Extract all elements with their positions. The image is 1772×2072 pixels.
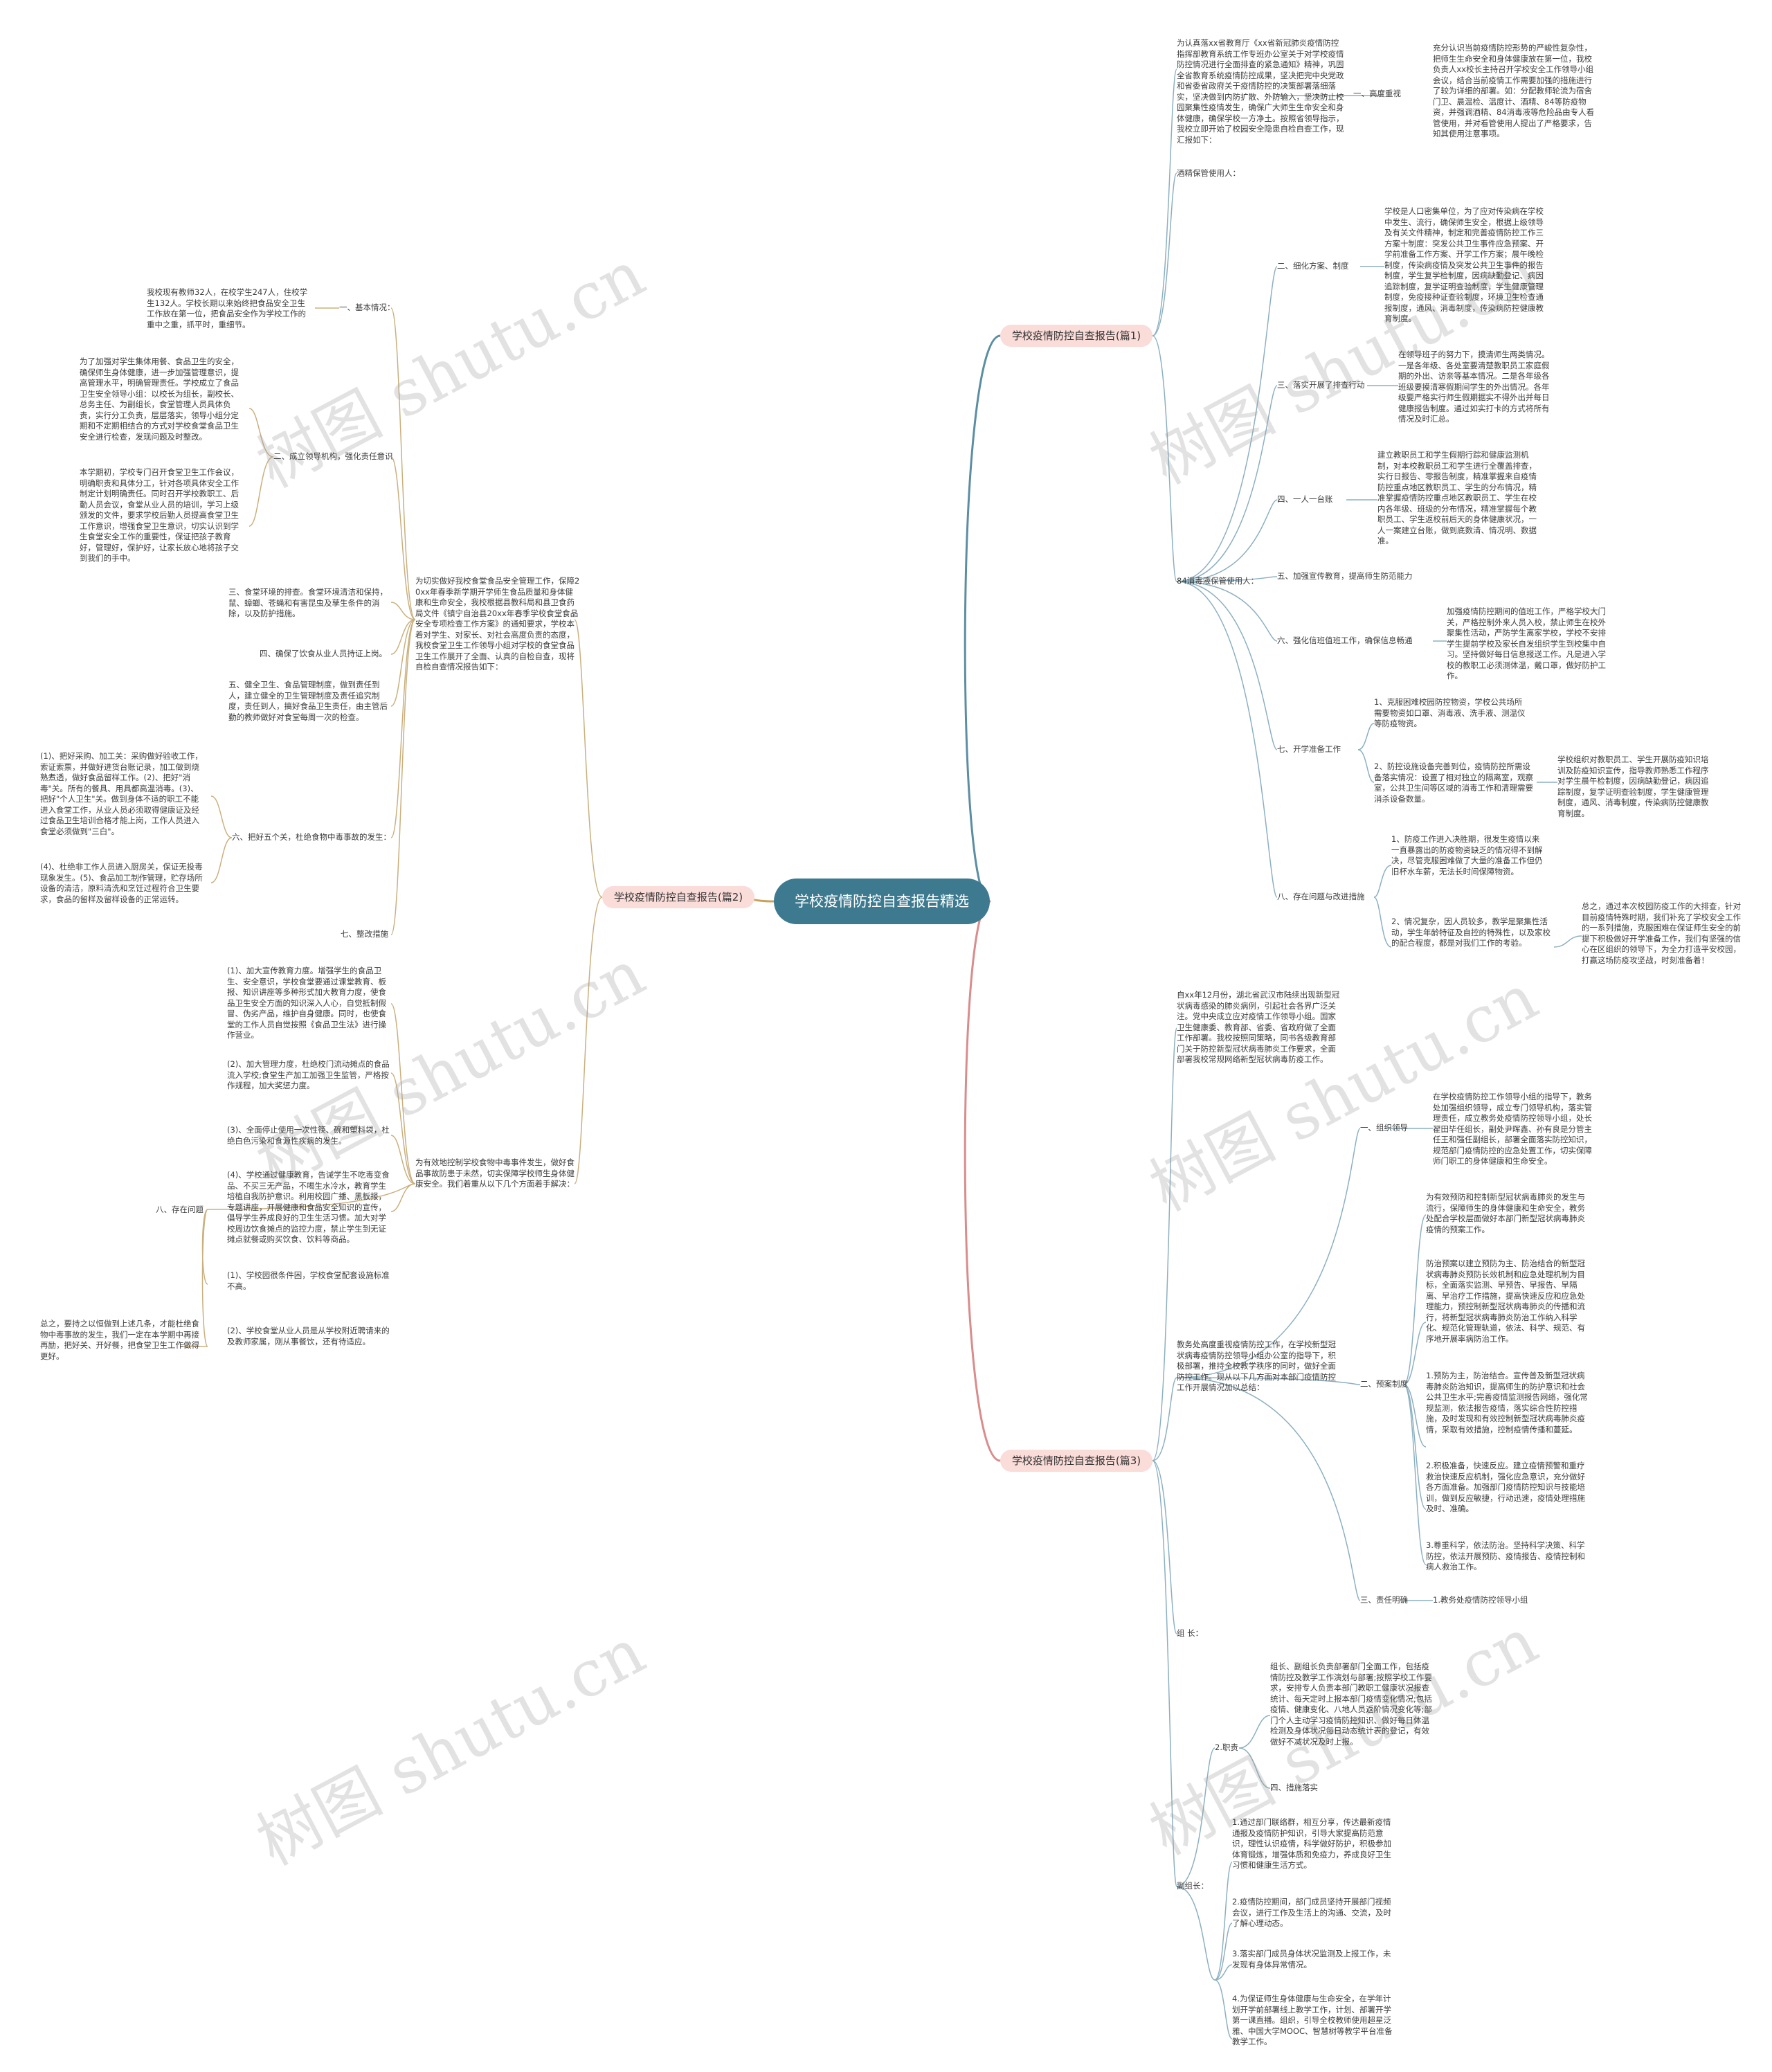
r2-c8-text-5: (1)、学校园很条件困，学校食堂配套设施标准不高。 [227, 1270, 390, 1291]
r3-o3-text: 1.教务处疫情防控领导小组 [1433, 1595, 1528, 1605]
r3-measure-1: 1.通过部门联络群，相互分享，传达最新疫情通报及疫情防护知识，引导大家提高防范意… [1232, 1817, 1391, 1870]
r2-c1-text: 我校现有教师32人，在校学生247人，住校学生132人。学校长期以来始终把食品安… [147, 287, 308, 330]
r2-c8-text-7: 总之，要持之以恒做到上述几条，才能杜绝食物中毒事故的发生，我们一定在本学期中再接… [40, 1319, 199, 1361]
r1-s8-label: 八、存在问题与改进措施 [1277, 892, 1365, 901]
r1-s3-label: 三、落实开展了排查行动 [1277, 380, 1365, 390]
r1-alcohol: 酒精保管使用人： [1177, 168, 1240, 178]
r3-o2-text-5: 3.尊重科学，依法防治。坚持科学决策、科学防控，依法开展预防、疫情报告、疫情控制… [1426, 1540, 1585, 1571]
r1-s3-text: 在领导班子的努力下，摸清师生两类情况。一是各年级、各处室要清楚教职员工家庭假期的… [1398, 350, 1550, 424]
r2-c4-text: 四、确保了饮食从业人员持证上岗。 [260, 649, 387, 658]
r3-o1-text: 在学校疫情防控工作领导小组的指导下，教务处加强组织领导，成立专门领导机构，落实管… [1433, 1092, 1592, 1166]
r2-intro-2: 为有效地控制学校食物中毒事件发生，做好食品事故防患于未然，切实保障学校师生身体健… [415, 1157, 575, 1189]
r3-intro: 自xx年12月份，湖北省武汉市陆续出现新型冠状病毒感染的肺炎病例，引起社会各界广… [1177, 990, 1340, 1064]
r2-c1-label: 一、基本情况： [339, 303, 395, 312]
r2-c3-text: 三、食堂环境的排查。食堂环境清洁和保持，鼠、蟑螂、苍蝇和有害昆虫及孳生条件的消除… [228, 587, 388, 618]
r1-s2-text: 学校是人口密集单位，为了应对传染病在学校中发生、流行，确保师生安全，根据上级领导… [1384, 206, 1544, 323]
r2-c6-text-1: (1)、把好采购、加工关：采购做好验收工作，索证索票，并做好进货台账记录，加工做… [40, 751, 203, 836]
r2-intro: 为切实做好我校食堂食品安全管理工作，保障20xx年春季新学期开学师生食品质量和身… [415, 576, 580, 672]
r2-c8-text-6: (2)、学校食堂从业人员是从学校附近聘请来的及教师家属，刚从事餐饮，还有待适应。 [227, 1326, 390, 1346]
r1-s6-text: 加强疫情防控期间的值班工作，严格学校大门关，严格控制外来人员入校，禁止师生在校外… [1447, 606, 1606, 681]
r1-intro: 为认真落xx省教育厅《xx省新冠肺炎疫情防控指挥部教育系统工作专班办公室关于对学… [1177, 38, 1344, 145]
r2-c8-label: 八、存在问题 [156, 1205, 204, 1214]
r3-vice: 副组长： [1177, 1881, 1209, 1891]
root-node[interactable]: 学校疫情防控自查报告精选 [774, 879, 990, 924]
r3-m4-label: 四、措施落实 [1270, 1783, 1318, 1792]
r1-s7-label: 七、开学准备工作 [1277, 744, 1341, 754]
r1-s7-text-2: 2、防控设施设备完善到位，疫情防控所需设备落实情况：设置了相对独立的隔离室，观察… [1374, 762, 1533, 804]
r3-o2-text-3: 1.预防为主，防治结合。宣传普及新型冠状病毒肺炎防治知识，提高师生的防护意识和社… [1426, 1371, 1588, 1434]
branch-report-1[interactable]: 学校疫情防控自查报告(篇1) [1000, 325, 1152, 347]
r2-c8-text-4: (4)、学校通过健康教育，告诫学生不吃毒变食品、不买三无产品，不喝生水冷水，教育… [227, 1170, 390, 1244]
r2-c8-text-3: (3)、全面停止使用一次性筷、碗和塑料袋，杜绝白色污染和食源性疾病的发生。 [227, 1125, 390, 1146]
r3-duty-text: 组长、副组长负责部署部门全面工作，包括疫情防控及教学工作演划与部署;按照学校工作… [1270, 1661, 1432, 1747]
r3-measure-3: 3.落实部门成员身体状况监测及上报工作，未发现有身体异常情况。 [1232, 1949, 1391, 1970]
r1-s7-text-3: 学校组织对教职员工、学生开展防疫知识培训及防疫知识宣传，指导教师熟悉工作程序对学… [1557, 755, 1709, 818]
r2-c8-text-2: (2)、加大管理力度，杜绝校门流动摊点的食品流入学校;食堂生产加工加强卫生监管，… [227, 1059, 390, 1090]
r1-s2-label: 二、细化方案、制度 [1277, 261, 1349, 271]
r3-leader: 组 长： [1177, 1628, 1204, 1638]
branch-report-3[interactable]: 学校疫情防控自查报告(篇3) [1000, 1450, 1152, 1472]
r1-s6-label: 六、强化信班值班工作，确保信息畅通 [1277, 636, 1413, 645]
r3-o2-text-2: 防治预案以建立预防为主、防治结合的新型冠状病毒肺炎预防长效机制和应急处理机制为目… [1426, 1259, 1585, 1344]
r3-measure-2: 2.疫情防控期间，部门成员坚持开展部门视频会议，进行工作及生活上的沟通、交流，及… [1232, 1897, 1391, 1928]
r1-s8-text-1: 1、防疫工作进入决胜期，很发生疫情以来一直暴露出的防疫物资缺乏的情况得不到解决，… [1391, 834, 1543, 876]
r3-intro-2: 教务处高度重视疫情防控工作，在学校新型冠状病毒疫情防控领导小组办公室的指导下，积… [1177, 1340, 1336, 1392]
r1-s4-text: 建立教职员工和学生假期行踪和健康监测机制，对本校教职员工和学生进行全覆盖排查，实… [1377, 450, 1537, 546]
r1-s1-text: 充分认识当前疫情防控形势的严峻性复杂性，把师生生命安全和身体健康放在第一位，我校… [1433, 43, 1595, 138]
r1-s5-label: 五、加强宣传教育，提高师生防范能力 [1277, 571, 1413, 581]
r1-s8-text-2: 2、情况复杂，因人员较多，教学是聚集性活动，学生年龄特征及自控的特殊性，以及家校… [1391, 917, 1550, 948]
r3-o3-label: 三、责任明确 [1360, 1595, 1408, 1605]
r3-o2-text-1: 为有效预防和控制新型冠状病毒肺炎的发生与流行，保障师生的身体健康和生命安全，教务… [1426, 1192, 1585, 1234]
r1-s4-label: 四、一人一台账 [1277, 494, 1333, 504]
branch-report-2[interactable]: 学校疫情防控自查报告(篇2) [602, 886, 754, 908]
r3-o1-label: 一、组织领导 [1360, 1123, 1408, 1133]
r2-c2-text-1: 为了加强对学生集体用餐、食品卫生的安全，确保师生身体健康，进一步加强管理意识，提… [80, 357, 239, 442]
r3-o2-text-4: 2.积极准备，快速反应。建立疫情预警和重疗救治快速反应机制，强化应急意识，充分做… [1426, 1461, 1585, 1513]
r1-s1-label: 一、高度重视 [1353, 89, 1401, 98]
r3-measure-4: 4.为保证师生身体健康与生命安全，在学年计划开学前部署线上教学工作，计划、部署开… [1232, 1994, 1393, 2046]
r1-disinfect: 84消毒液保管使用人： [1177, 576, 1259, 586]
r2-c7-label: 七、整改措施 [341, 929, 388, 939]
r1-s8-text-3: 总之，通过本次校园防疫工作的大排查，针对目前疫情特殊时期，我们补充了学校安全工作… [1582, 901, 1741, 965]
r2-c6-text-2: (4)、杜绝非工作人员进入厨房关，保证无投毒现象发生。(5)、食品加工制作管理，… [40, 862, 203, 904]
r3-duty-label: 2.职责 [1215, 1742, 1238, 1752]
r2-c2-label: 二、成立领导机构，强化责任意识 [273, 451, 393, 461]
r2-c2-text-2: 本学期初，学校专门召开食堂卫生工作会议，明确职责和具体分工，针对各项具体安全工作… [80, 467, 239, 563]
r2-c8-text-1: (1)、加大宣传教育力度。增强学生的食品卫生、安全意识，学校食堂要通过课堂教育、… [227, 966, 386, 1040]
r3-o2-label: 二、预案制度 [1360, 1379, 1408, 1389]
r1-s7-text-1: 1、克服困难校园防控物资，学校公共场所需要物资如口罩、消毒液、洗手液、测温仪等防… [1374, 697, 1526, 728]
r2-c6-label: 六、把好五个关，杜绝食物中毒事故的发生： [232, 832, 391, 842]
r2-c5-text: 五、健全卫生、食品管理制度，做到责任到人，建立健全的卫生管理制度及责任追究制度，… [228, 680, 388, 722]
